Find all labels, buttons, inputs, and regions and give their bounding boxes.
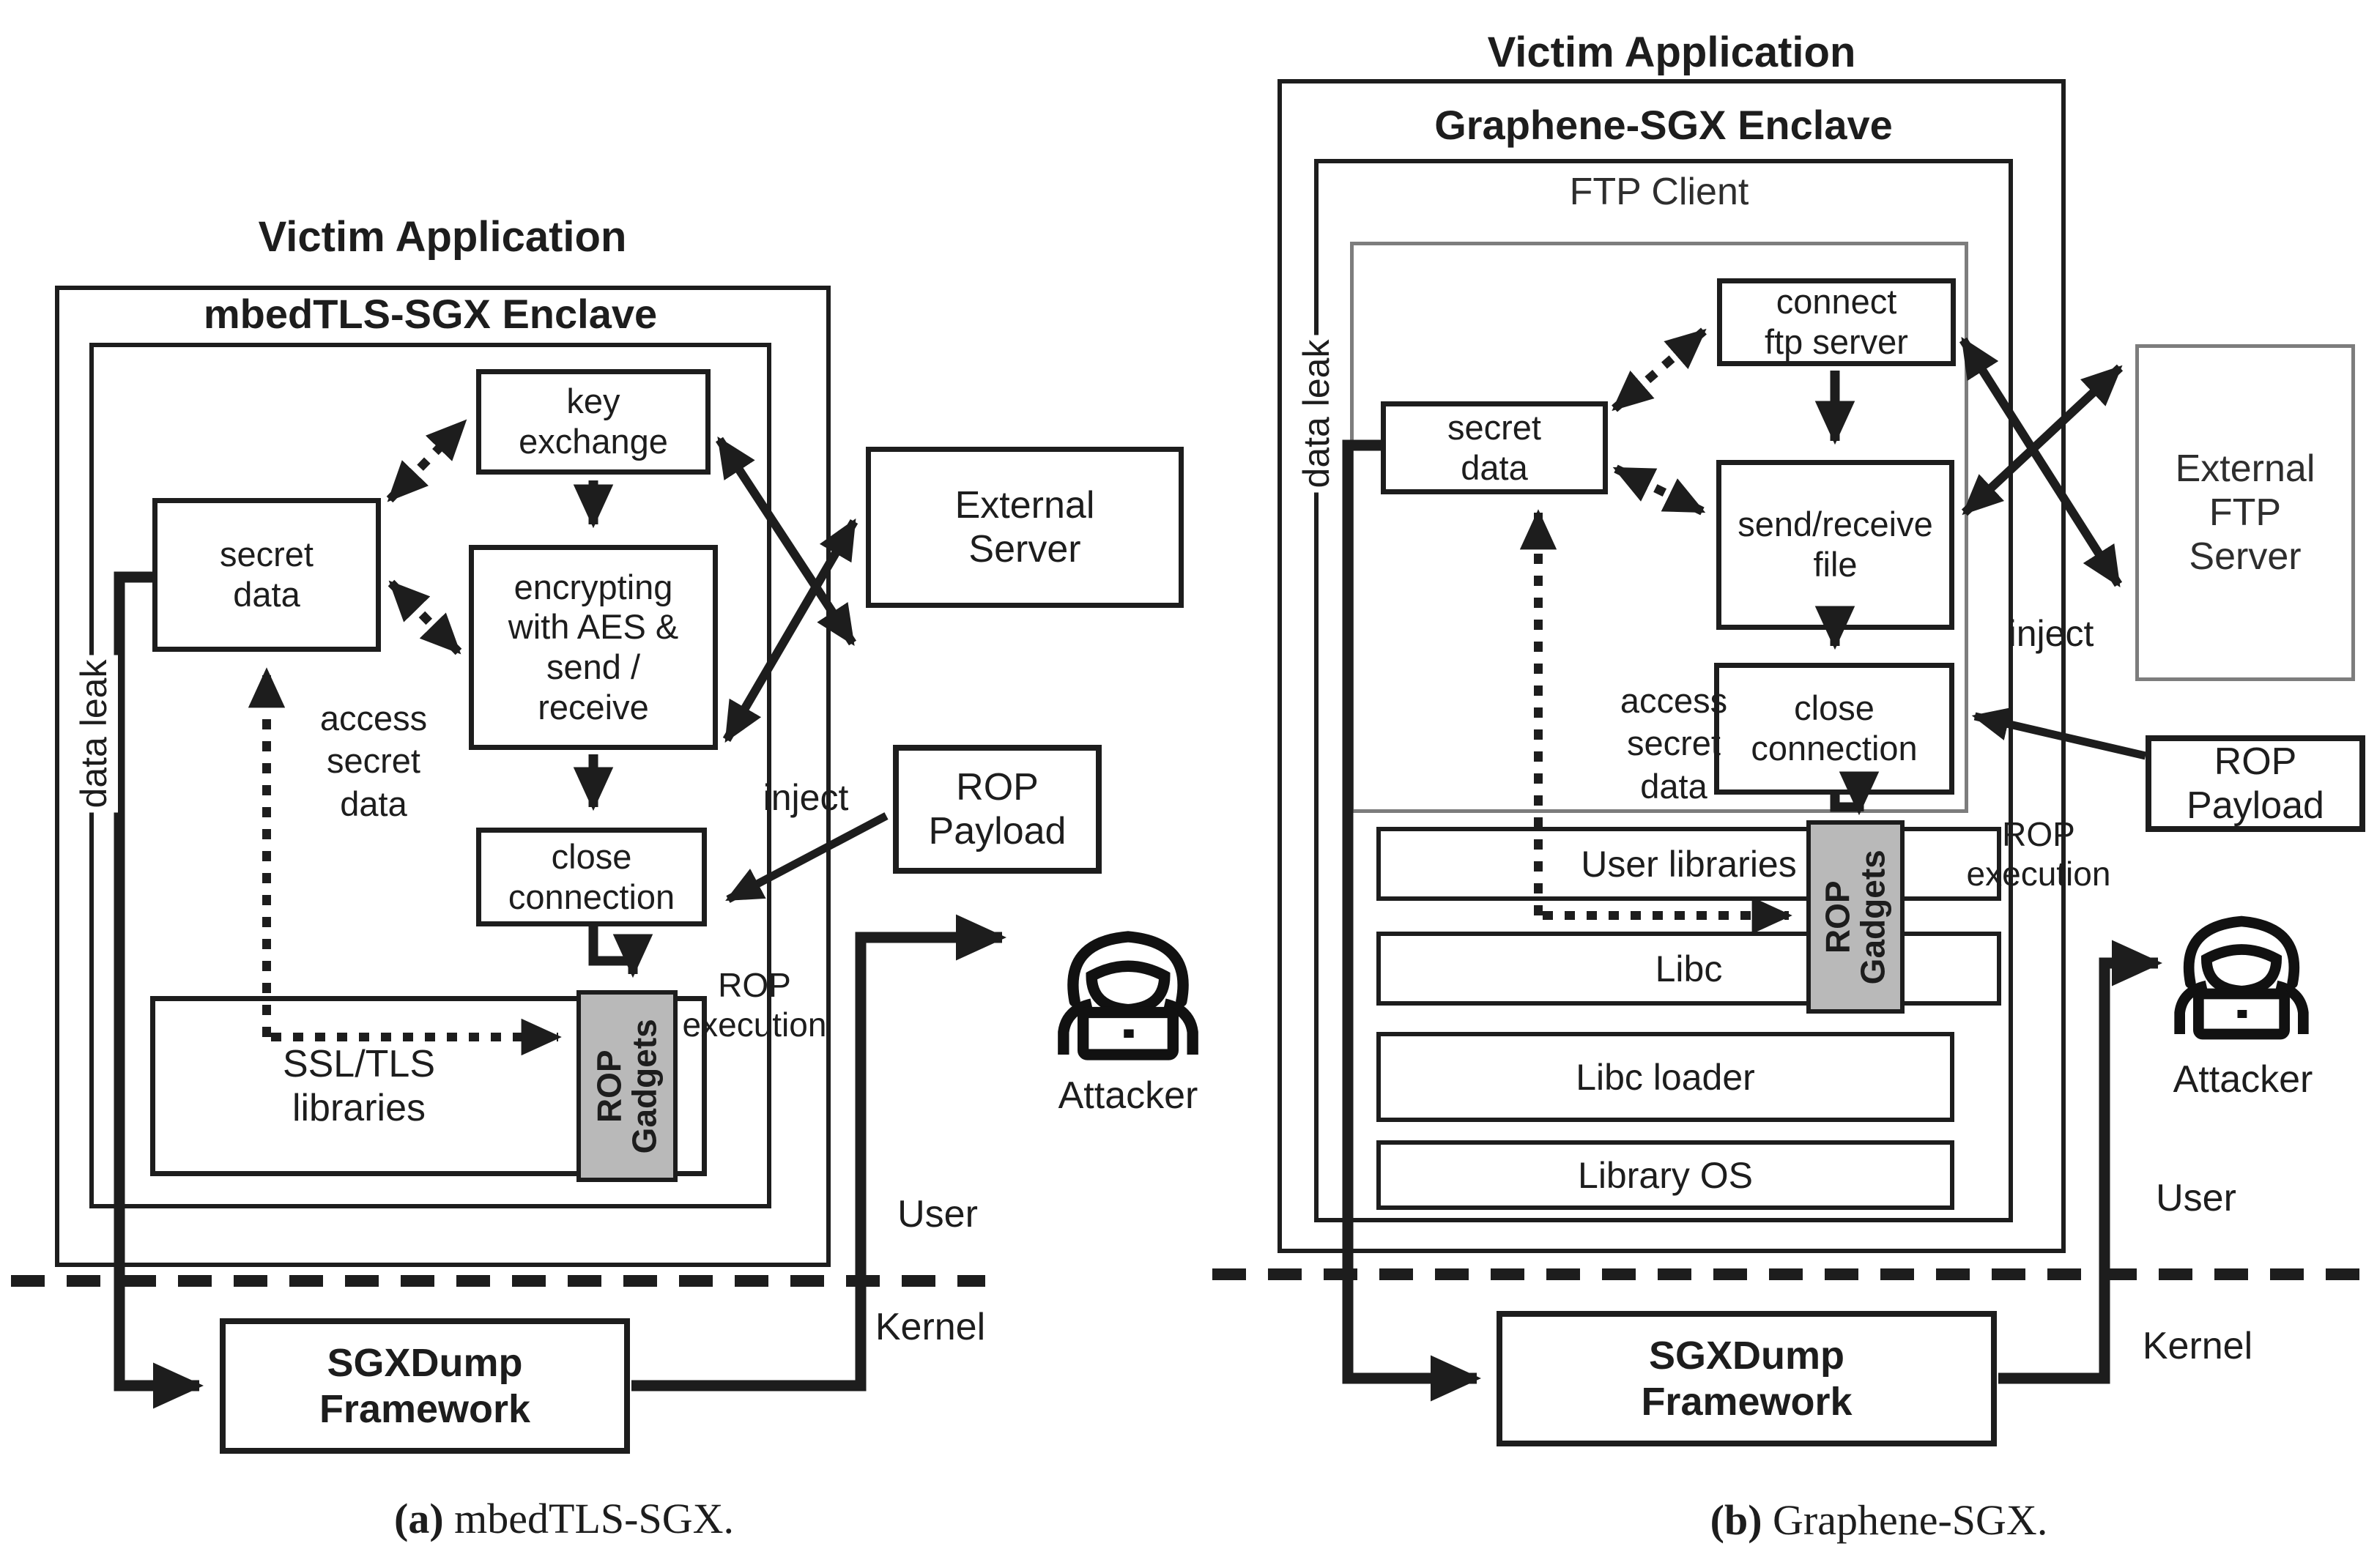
enclave-box-b: [1314, 159, 2013, 1222]
victim-app-title-a: Victim Application: [258, 213, 627, 261]
attacker-icon-a: [1044, 914, 1212, 1064]
attacker-label-b: Attacker: [2173, 1058, 2313, 1101]
kernel-label-b: Kernel: [2142, 1325, 2253, 1367]
sgxdump-box-a: SGXDump Framework: [220, 1318, 630, 1454]
rop-payload-box-b: ROP Payload: [2146, 735, 2365, 832]
data-leak-label-b: data leak: [1292, 335, 1340, 493]
access-secret-label-a: access secret data: [319, 699, 428, 823]
inject-label-a: inject: [763, 777, 849, 818]
user-label-a: User: [897, 1193, 978, 1236]
close-connection-box-a: close connection: [476, 828, 707, 926]
caption-b: (b) Graphene-SGX.: [1612, 1495, 2146, 1545]
encrypting-box: encrypting with AES & send / receive: [469, 545, 718, 750]
caption-b-text: Graphene-SGX.: [1762, 1496, 2048, 1544]
rop-payload-box-a: ROP Payload: [893, 745, 1102, 874]
victim-app-box-a: [55, 286, 831, 1267]
secret-data-box-b: secret data: [1381, 401, 1608, 494]
libc-box: Libc: [1376, 932, 2001, 1006]
victim-app-title-b: Victim Application: [1487, 29, 1856, 76]
libc-loader-box: Libc loader: [1376, 1032, 1954, 1122]
data-leak-label-a: data leak: [70, 655, 118, 813]
external-server-box: External Server: [866, 447, 1184, 608]
external-ftp-box: External FTP Server: [2135, 344, 2355, 681]
victim-app-box-b: [1278, 79, 2066, 1253]
rop-gadgets-label-b: ROP Gadgets: [1818, 849, 1893, 985]
rop-execution-label-b: ROP execution: [1966, 815, 2111, 893]
close-connection-box-b: close connection: [1714, 663, 1954, 795]
secret-data-box-a: secret data: [152, 498, 381, 652]
sgxdump-box-b: SGXDump Framework: [1497, 1311, 1997, 1446]
attacker-label-a: Attacker: [1058, 1074, 1198, 1117]
caption-a: (a) mbedTLS-SGX.: [293, 1494, 835, 1543]
ftp-client-title: FTP Client: [1569, 171, 1749, 213]
send-receive-box: send/receive file: [1716, 460, 1954, 630]
caption-a-text: mbedTLS-SGX.: [443, 1495, 734, 1542]
rop-execution-label-a: ROP execution: [682, 966, 827, 1044]
inject-label-b: inject: [2008, 613, 2094, 654]
kernel-label-a: Kernel: [875, 1306, 986, 1348]
enclave-title-b: Graphene-SGX Enclave: [1434, 102, 1893, 148]
user-libraries-box: User libraries: [1376, 827, 2001, 901]
attacker-icon-b: [2161, 899, 2322, 1044]
enclave-title-a: mbedTLS-SGX Enclave: [203, 291, 658, 337]
key-exchange-box: key exchange: [476, 369, 711, 475]
rop-gadgets-box-b: ROP Gadgets: [1806, 820, 1905, 1014]
library-os-box: Library OS: [1376, 1140, 1954, 1210]
caption-b-mark: (b): [1710, 1496, 1762, 1544]
access-secret-label-b: access secret data: [1620, 681, 1728, 806]
caption-a-mark: (a): [394, 1495, 444, 1542]
user-label-b: User: [2156, 1177, 2236, 1219]
connect-ftp-box: connect ftp server: [1717, 278, 1956, 366]
